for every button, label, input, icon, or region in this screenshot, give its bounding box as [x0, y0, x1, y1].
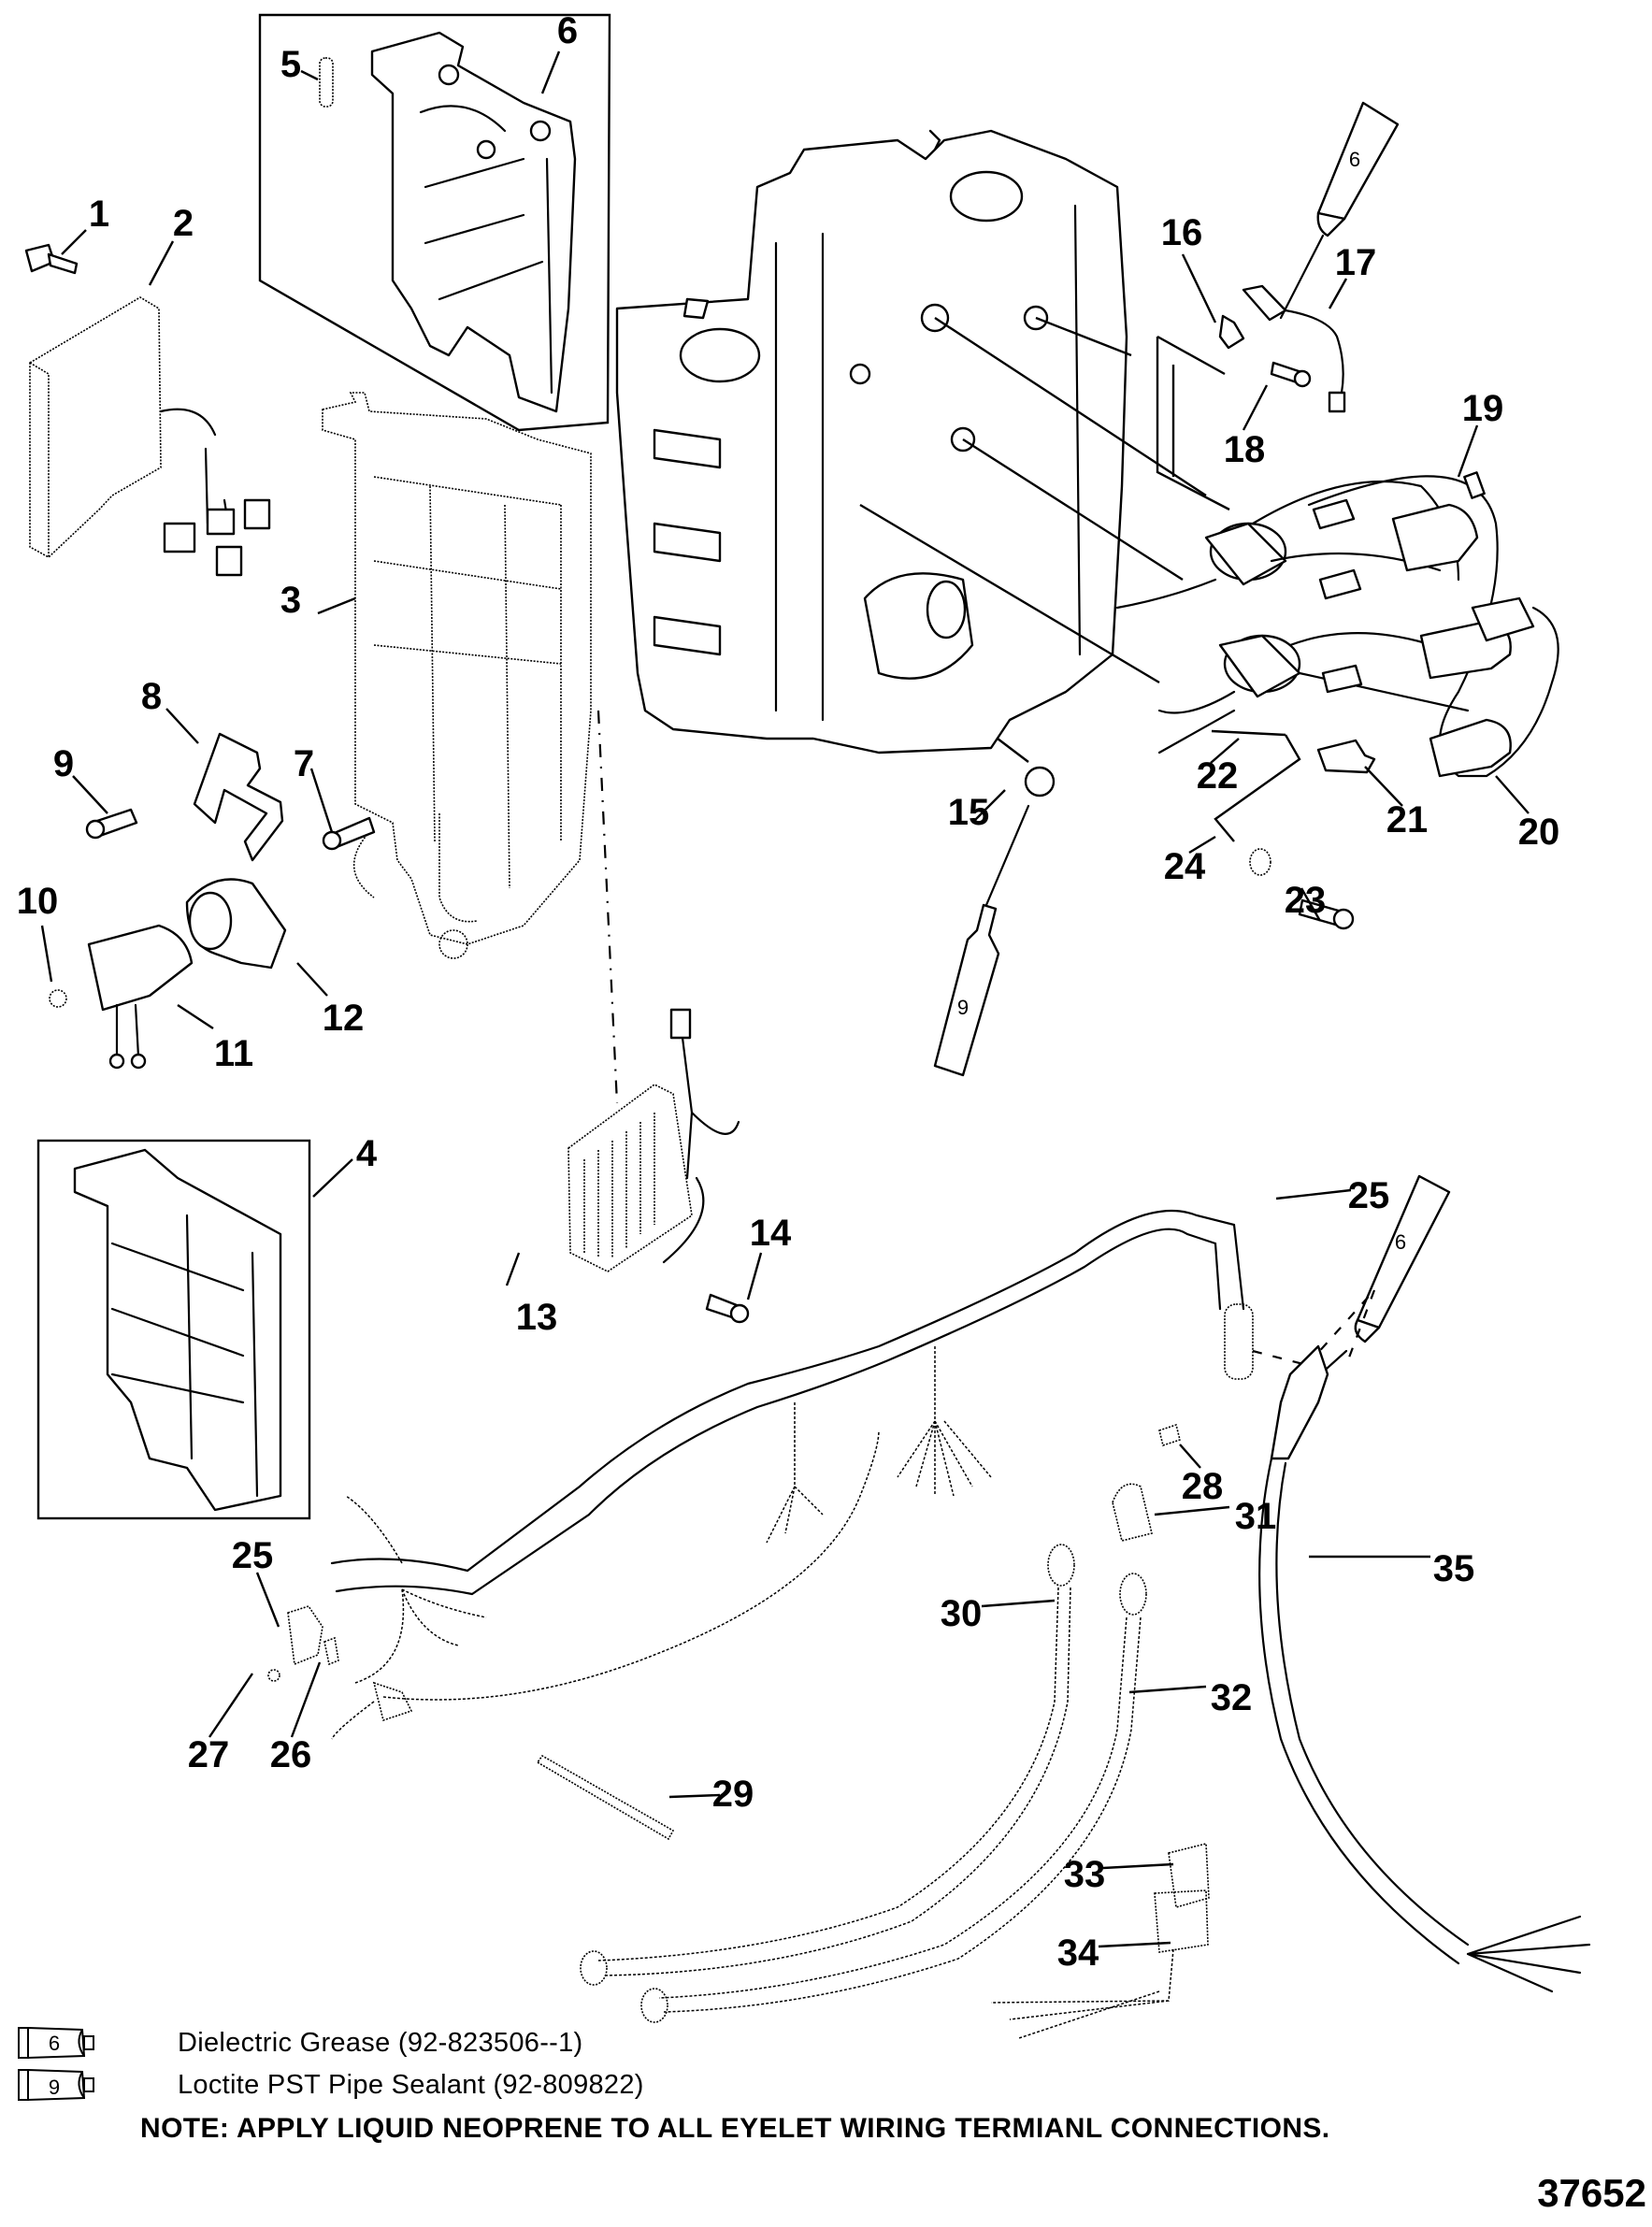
callout-18: 18	[1224, 429, 1266, 470]
callout-34: 34	[1057, 1932, 1099, 1974]
callout-25-connector: 25	[232, 1535, 274, 1576]
coil-bracket-part-22	[1157, 709, 1301, 842]
plug-wire-clip-part-19	[1463, 471, 1486, 499]
ignition-coil-lower	[1157, 632, 1470, 714]
callout-35: 35	[1433, 1548, 1475, 1589]
inset-box-bracket-4	[36, 1139, 311, 1520]
cable-part-30	[580, 1544, 1075, 1986]
callout-15: 15	[948, 792, 990, 833]
bolt-part-9	[85, 808, 138, 840]
screw-part-23	[1298, 898, 1355, 930]
nut-part-10	[49, 989, 67, 1008]
callout-8: 8	[141, 676, 162, 717]
bolt-part-7	[322, 816, 376, 851]
callout-1: 1	[89, 194, 109, 235]
sealant-tube-icon: 6	[18, 2026, 94, 2060]
tube-harness-number: 6	[1395, 1230, 1406, 1254]
callout-22: 22	[1197, 755, 1239, 797]
cable-part-35	[1258, 1344, 1591, 1993]
sleeve-part-12	[185, 878, 287, 970]
bracket-part-3	[322, 392, 592, 959]
callout-11: 11	[214, 1033, 253, 1074]
callout-16: 16	[1161, 212, 1203, 253]
spark-plugs-part-21	[1312, 498, 1376, 774]
cable-tie-part-29	[536, 1754, 675, 1841]
callout-21: 21	[1386, 799, 1429, 841]
bracket-line-16-18	[1156, 335, 1230, 511]
bolt-part-1	[24, 243, 79, 275]
tube-mid-number: 9	[957, 996, 969, 1019]
screw-part-18	[1270, 361, 1312, 388]
sealant-tube-icon: 9	[18, 2068, 94, 2102]
legend-item-dielectric-grease: 6 Dielectric Grease (92-823506--1)	[17, 2024, 583, 2062]
washer-part-24	[1249, 848, 1271, 876]
sensor-part-15	[997, 738, 1056, 797]
leader-engine-coil	[859, 316, 1207, 684]
screw-part-28	[1158, 1423, 1181, 1447]
assembly-note: NOTE: APPLY LIQUID NEOPRENE TO ALL EYELE…	[140, 2113, 1330, 2144]
wiring-harness-part-25	[330, 1209, 1254, 1740]
clip-part-33	[1168, 1842, 1210, 1909]
figure-number: 37652	[1537, 2171, 1646, 2215]
callout-17: 17	[1335, 242, 1377, 283]
legend-label: Dielectric Grease (92-823506--1)	[178, 2027, 583, 2058]
callout-30: 30	[941, 1593, 983, 1634]
boot-part-31	[1112, 1483, 1153, 1542]
ignition-coil-upper	[1115, 481, 1460, 610]
callout-26: 26	[270, 1734, 312, 1775]
clip-part-26	[323, 1636, 339, 1666]
module-part-2	[29, 296, 271, 577]
cable-part-32	[640, 1573, 1147, 2023]
callout-28: 28	[1182, 1466, 1224, 1507]
sealant-tube-top: 6	[1279, 101, 1400, 320]
callout-4: 4	[356, 1133, 378, 1174]
legend-tube-number: 9	[49, 2076, 60, 2099]
screw-part-27	[267, 1669, 280, 1682]
callout-20: 20	[1518, 812, 1560, 853]
callout-25-harness: 25	[1348, 1175, 1390, 1216]
callout-2: 2	[173, 203, 194, 244]
callout-24: 24	[1164, 846, 1206, 887]
legend-item-pipe-sealant: 9 Loctite PST Pipe Sealant (92-809822)	[17, 2066, 644, 2104]
spark-plug-wires-part-20	[1307, 475, 1559, 778]
bracket-part-8	[193, 732, 284, 862]
callout-5: 5	[280, 44, 301, 85]
callout-31: 31	[1235, 1496, 1277, 1537]
callout-10: 10	[17, 881, 59, 922]
regulator-part-13	[567, 1008, 740, 1272]
callout-13: 13	[516, 1297, 558, 1338]
leader-lines	[40, 50, 1530, 1948]
callout-33: 33	[1064, 1854, 1106, 1895]
callout-3: 3	[280, 580, 301, 621]
callout-27: 27	[188, 1734, 230, 1775]
solenoid-part-11	[87, 924, 194, 1070]
connector-part-25-left	[287, 1605, 323, 1666]
callouts: 1 2 3 4 5 6 7 8 9 10 11 12 13 14 15 16 1…	[17, 10, 1560, 1974]
sealant-tube-mid: 9	[933, 804, 1030, 1077]
inset-box-bracket-6	[258, 13, 611, 432]
pin-part-5	[319, 57, 334, 108]
bracket-part-6	[370, 31, 577, 413]
engine-block	[615, 129, 1128, 754]
tube-top-number: 6	[1349, 148, 1360, 171]
callout-7: 7	[294, 743, 314, 784]
legend-label: Loctite PST Pipe Sealant (92-809822)	[178, 2069, 644, 2100]
callout-19: 19	[1462, 388, 1504, 429]
sensor-part-17	[1242, 284, 1346, 413]
clip-part-16	[1218, 314, 1245, 350]
connector-part-34	[990, 1889, 1209, 2039]
guide-line-3-13	[596, 710, 619, 1104]
callout-29: 29	[712, 1774, 754, 1815]
callout-23: 23	[1285, 880, 1327, 921]
legend-tube-number: 6	[49, 2032, 60, 2055]
callout-14: 14	[750, 1213, 792, 1254]
callout-6: 6	[557, 10, 578, 51]
screw-part-14	[705, 1293, 750, 1324]
callout-32: 32	[1211, 1677, 1253, 1718]
callout-12: 12	[323, 998, 365, 1039]
callout-9: 9	[53, 743, 74, 784]
